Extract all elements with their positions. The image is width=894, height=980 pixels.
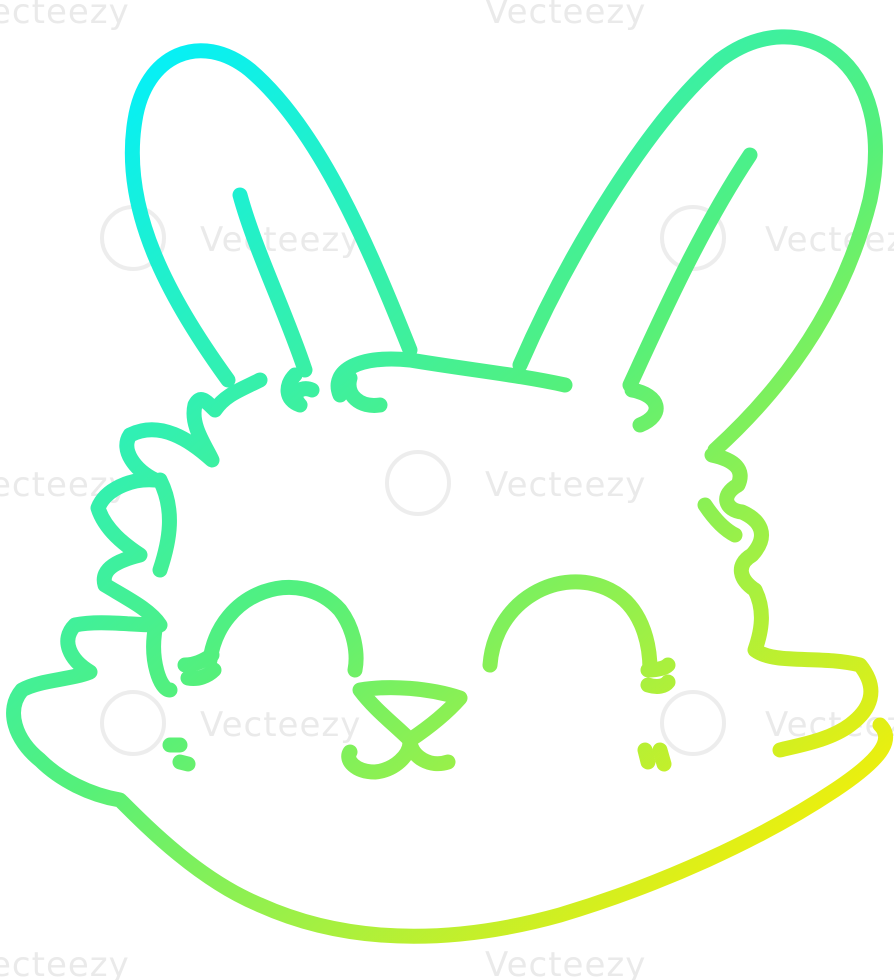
right-eye-lash: [640, 674, 676, 694]
watermark-logo-icon: [660, 690, 726, 756]
right-ear: [512, 29, 883, 458]
watermark-text: Vecteezy: [485, 465, 647, 505]
left-cheek-mark: [152, 472, 177, 578]
right-cheek-mark: [697, 497, 743, 543]
head-top-tuft: [341, 370, 388, 413]
right-eye: [482, 574, 658, 678]
mouth: [341, 734, 418, 780]
left-eye: [202, 579, 364, 678]
mouth: [402, 734, 456, 772]
left-ear-inner: [232, 187, 313, 378]
head-top: [330, 351, 573, 403]
watermark-text: ecteezy: [0, 0, 130, 32]
face-chin: [252, 717, 894, 944]
watermark-logo-icon: [385, 450, 451, 516]
left-cheek-mark: [146, 622, 178, 698]
left-cheek-fur: [6, 372, 268, 913]
watermark-text: Vecteezy: [485, 945, 647, 980]
left-ear: [124, 43, 418, 388]
right-ear-inner: [622, 147, 758, 393]
watermark-logo-icon: [100, 690, 166, 756]
right-cheek-fur: [704, 447, 879, 758]
left-ear-tuft: [280, 367, 320, 413]
watermark-text: Vecteezy: [485, 0, 647, 32]
watermark-text: ecteezy: [0, 945, 130, 980]
watermark-text: Vecteezy: [200, 220, 362, 260]
whisker-dot: [652, 742, 672, 772]
right-ear-tuft: [624, 382, 664, 433]
watermark-text: Vecteezy: [200, 705, 362, 745]
nose: [352, 680, 468, 748]
left-eye-lash: [177, 647, 220, 673]
whisker-dot: [172, 754, 196, 772]
right-eye-lash: [640, 657, 676, 678]
whisker-dot: [637, 742, 656, 770]
watermark-text: Vecteezy: [765, 220, 894, 260]
left-eye-lash: [180, 662, 222, 686]
